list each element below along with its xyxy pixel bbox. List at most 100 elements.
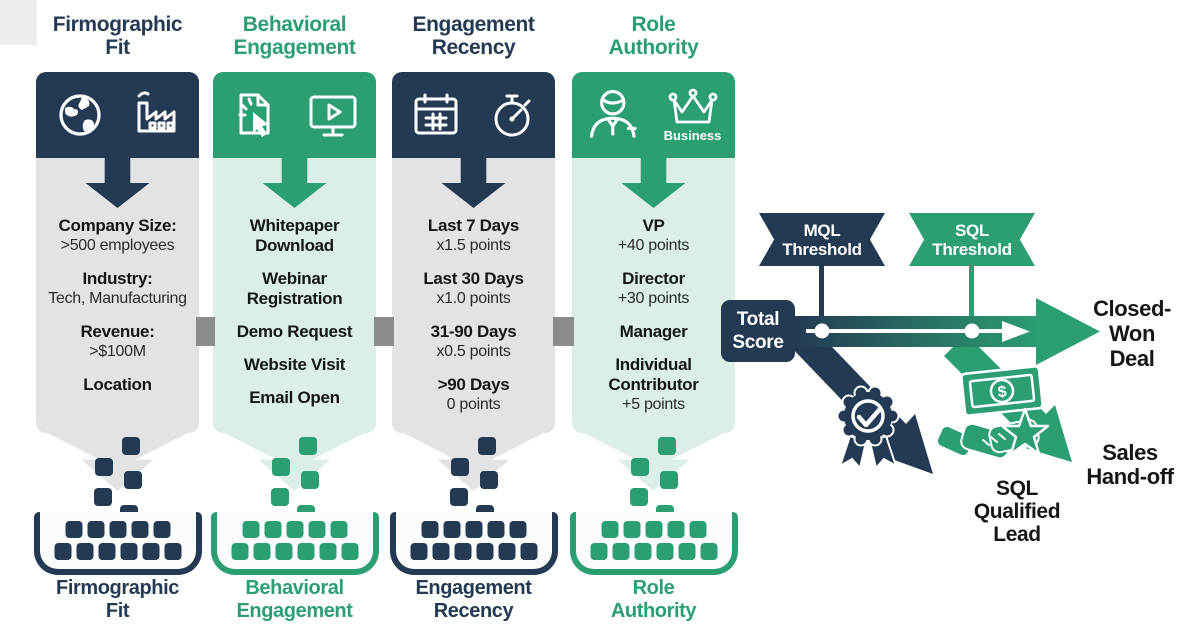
item-value: +5 points [622,396,685,413]
corner-decoration [0,0,37,45]
criteria-item: Revenue: >$100M [41,322,194,362]
crown-caption: Business [663,128,722,143]
criteria-item: >90 Days 0 points [397,375,550,415]
column-header [392,72,555,158]
item-label: Industry: [82,269,153,288]
score-square [122,437,140,455]
column-footer-label: Engagement Recency [415,577,532,622]
sql-threshold-dot [964,323,980,339]
bucket-row [54,543,181,560]
score-square [272,458,290,476]
video-monitor-icon [309,95,356,137]
column-footer-label: Role Authority [610,577,697,622]
item-value: >500 employees [60,237,175,254]
criteria-item: Website Visit [218,355,371,375]
dollar-symbol: $ [997,384,1008,402]
item-label: Website Visit [243,355,346,374]
item-value: x1.5 points [436,237,511,254]
score-square [124,471,142,489]
column-header: Business [572,72,735,158]
column-header [213,72,376,158]
calendar-icon [414,93,457,135]
award-ribbon-icon [836,385,900,471]
criteria-item: Manager [577,322,730,342]
item-label: Location [83,375,152,394]
score-square [95,458,113,476]
closed-won-deal-label: Closed- Won Deal [1093,296,1171,371]
score-bucket [569,512,738,575]
column-title: Engagement Recency [412,13,535,59]
column-footer-label: Firmographic Fit [56,577,179,622]
document-click-icon [238,93,269,137]
item-value: Tech, Manufacturing [48,290,187,307]
item-label: Last 30 Days [423,269,524,288]
title-line: Fit [105,36,130,59]
sql-threshold-banner: SQL Threshold [909,213,1035,266]
item-label: 31-90 Days [430,322,517,341]
item-value: x0.5 points [436,343,511,360]
bucket-row [231,543,358,560]
score-bucket [210,512,379,575]
crown-icon [668,88,717,124]
column-title: Behavioral Engagement [233,13,356,59]
criteria-item: Company Size: >500 employees [41,216,194,256]
criteria-list: Last 7 Days x1.5 points Last 30 Days x1.… [397,216,550,428]
criteria-item: Webinar Registration [218,269,371,309]
total-score-badge: Total Score [721,300,795,362]
closed-won-arrowhead [1036,298,1100,365]
mql-threshold-dot [814,323,830,339]
criteria-item: Last 7 Days x1.5 points [397,216,550,256]
bucket-row [421,521,526,538]
sql-stem [969,258,974,324]
criteria-item: Demo Request [218,322,371,342]
column-connector [196,317,215,346]
score-bucket [33,512,202,575]
criteria-list: VP +40 points Director +30 points Manage… [577,216,730,428]
sql-qualified-lead-label: SQL Qualified Lead [973,477,1061,546]
score-square [94,488,112,506]
column-footer-label: Behavioral Engagement [236,577,353,622]
criteria-item: Industry: Tech, Manufacturing [41,269,194,309]
score-bucket [389,512,558,575]
item-label: Last 7 Days [427,216,520,235]
score-square [660,471,678,489]
score-square [480,471,498,489]
item-value: 0 points [446,396,501,413]
handshake-icon [935,418,1040,460]
mql-stem [819,258,824,324]
column-connector [553,317,574,346]
score-square [301,471,319,489]
criteria-item: Last 30 Days x1.0 points [397,269,550,309]
item-label: Director [622,269,685,288]
column-role-authority: Role Authority [569,0,738,628]
item-label: Revenue: [80,322,155,341]
score-square [630,488,648,506]
score-square [451,458,469,476]
score-square [299,437,317,455]
title-line: Firmographic [52,13,183,36]
bucket-row [242,521,347,538]
score-square [271,488,289,506]
item-label: Whitepaper Download [249,216,340,255]
criteria-item: Director +30 points [577,269,730,309]
item-value: >$100M [89,343,146,360]
score-square [450,488,468,506]
item-value: x1.0 points [436,290,511,307]
bucket-row [601,521,706,538]
column-header [36,72,199,158]
criteria-item: Location [41,375,194,395]
criteria-item: Individual Contributor +5 points [577,355,730,415]
bucket-row [590,543,717,560]
star-icon [1000,407,1050,456]
criteria-item: Whitepaper Download [218,216,371,256]
score-square [478,437,496,455]
score-square [658,437,676,455]
item-label: Manager [619,322,688,341]
globe-icon [58,94,101,136]
bucket-row [65,521,170,538]
item-label: Webinar Registration [246,269,343,308]
timeline-line [806,329,1002,333]
businessman-icon [589,90,637,138]
